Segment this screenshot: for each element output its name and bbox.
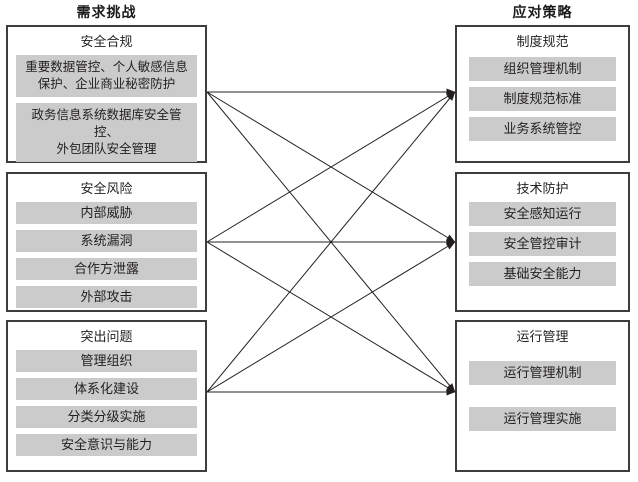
- connector-line: [206, 241, 456, 393]
- connector-line: [206, 91, 456, 393]
- connector-line: [206, 241, 456, 393]
- column-header-left: 需求挑战: [76, 4, 137, 20]
- connector-line: [206, 91, 456, 243]
- group-box-right-2[interactable]: 运行管理 运行管理机制 运行管理实施: [455, 320, 630, 472]
- list-item[interactable]: 合作方泄露: [16, 258, 197, 280]
- group-items: 管理组织 体系化建设 分类分级实施 安全意识与能力: [8, 350, 205, 456]
- list-item[interactable]: 安全感知运行: [469, 202, 616, 226]
- group-items: 安全感知运行 安全管控审计 基础安全能力: [457, 202, 628, 286]
- connector-line: [206, 91, 456, 393]
- list-item[interactable]: 分类分级实施: [16, 406, 197, 428]
- list-item[interactable]: 管理组织: [16, 350, 197, 372]
- list-item[interactable]: 内部威胁: [16, 202, 197, 224]
- list-item[interactable]: 组织管理机制: [469, 57, 616, 81]
- group-box-right-1[interactable]: 技术防护 安全感知运行 安全管控审计 基础安全能力: [455, 172, 630, 312]
- group-items: 组织管理机制 制度规范标准 业务系统管控: [457, 57, 628, 141]
- connector-line: [206, 91, 456, 243]
- list-item[interactable]: 重要数据管控、个人敏感信息 保护、企业商业秘密防护: [16, 55, 197, 97]
- list-item[interactable]: 安全意识与能力: [16, 434, 197, 456]
- list-item[interactable]: 基础安全能力: [469, 262, 616, 286]
- group-title: 技术防护: [516, 181, 569, 196]
- group-title: 制度规范: [516, 34, 569, 49]
- list-item[interactable]: 政务信息系统数据库安全管控、 外包团队安全管理: [16, 103, 197, 162]
- group-title: 安全合规: [80, 34, 133, 49]
- group-box-left-0[interactable]: 安全合规 重要数据管控、个人敏感信息 保护、企业商业秘密防护 政务信息系统数据库…: [6, 25, 207, 163]
- list-item[interactable]: 系统漏洞: [16, 230, 197, 252]
- group-box-left-1[interactable]: 安全风险 内部威胁 系统漏洞 合作方泄露 外部攻击: [6, 172, 207, 312]
- group-title: 安全风险: [80, 181, 133, 196]
- group-items: 重要数据管控、个人敏感信息 保护、企业商业秘密防护 政务信息系统数据库安全管控、…: [8, 55, 205, 162]
- list-item[interactable]: 运行管理实施: [469, 407, 616, 431]
- group-box-right-0[interactable]: 制度规范 组织管理机制 制度规范标准 业务系统管控: [455, 25, 630, 163]
- group-items: 内部威胁 系统漏洞 合作方泄露 外部攻击: [8, 202, 205, 308]
- list-item[interactable]: 体系化建设: [16, 378, 197, 400]
- list-item[interactable]: 制度规范标准: [469, 87, 616, 111]
- group-box-left-2[interactable]: 突出问题 管理组织 体系化建设 分类分级实施 安全意识与能力: [6, 320, 207, 472]
- list-item[interactable]: 业务系统管控: [469, 117, 616, 141]
- list-item[interactable]: 运行管理机制: [469, 361, 616, 385]
- group-title: 运行管理: [516, 329, 569, 344]
- group-title: 突出问题: [80, 329, 133, 344]
- column-header-right: 应对策略: [512, 4, 573, 20]
- list-item[interactable]: 安全管控审计: [469, 232, 616, 256]
- list-item[interactable]: 外部攻击: [16, 286, 197, 308]
- group-items: 运行管理机制 运行管理实施: [457, 361, 628, 431]
